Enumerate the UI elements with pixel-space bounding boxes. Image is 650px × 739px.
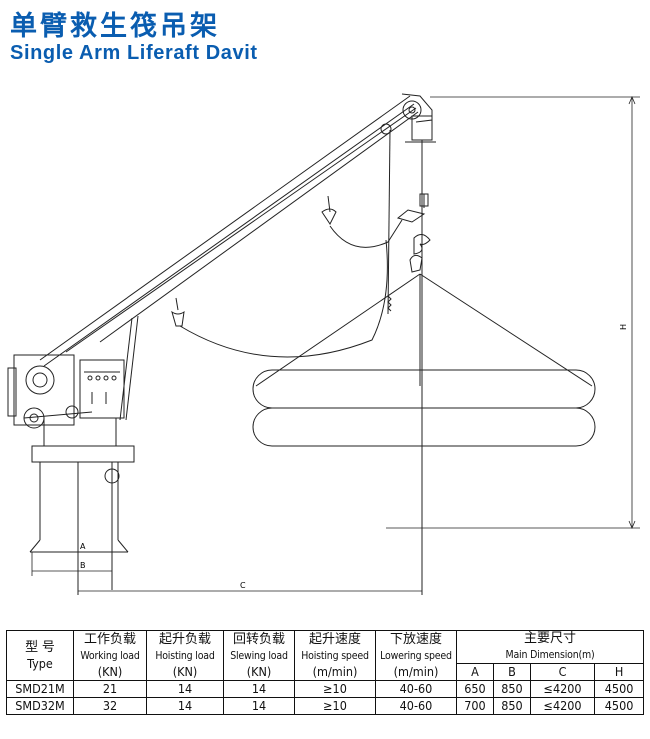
cell-dim-h: 4500 (594, 697, 644, 715)
header-dim-a: A (456, 663, 494, 681)
header-working-unit: (KN) (97, 663, 123, 679)
raft-slings (255, 273, 593, 387)
cell-hoisting: 14 (146, 680, 224, 698)
header-hoisting-speed: 起升速度 Hoisting speed (m/min) (294, 630, 376, 681)
header-dim-cn: 主要尺寸 (523, 631, 576, 646)
cell-hspeed: ≥10 (294, 680, 376, 698)
header-dim-h: H (594, 663, 644, 681)
header-lspeed-unit: (m/min) (393, 663, 439, 679)
dim-h-arrows (628, 95, 636, 530)
header-working: 工作负载 Working load (KN) (73, 630, 147, 681)
dim-b-label: B (80, 561, 86, 570)
header-slewing: 回转负载 Slewing load (KN) (223, 630, 295, 681)
table-row: SMD32M 32 14 14 ≥10 40-60 700 850 ≤4200 … (6, 697, 644, 715)
header-dim-b: B (492, 663, 531, 681)
davit-drawing: A B C H (7, 93, 640, 595)
table-header-row-1: 型 号 Type 工作负载 Working load (KN) 起升负载 Hoi… (6, 630, 644, 681)
header-lspeed-en: Lowering speed (380, 649, 452, 662)
header-hspeed-unit: (m/min) (312, 663, 358, 679)
header-hoisting-unit: (KN) (172, 663, 198, 679)
header-dim-en: Main Dimension(m) (505, 649, 595, 661)
bridle-wire (329, 219, 403, 248)
header-slewing-en: Slewing load (230, 649, 288, 662)
cell-slewing: 14 (223, 697, 295, 715)
dim-a-label: A (80, 542, 86, 551)
cell-dim-c: ≤4200 (529, 680, 596, 698)
header-type: 型 号 Type (6, 630, 74, 681)
header-hspeed-en: Hoisting speed (301, 649, 369, 662)
header-lspeed-cn: 下放速度 (389, 631, 442, 647)
header-main-dimension: 主要尺寸 Main Dimension(m) (456, 630, 644, 664)
cell-hspeed: ≥10 (294, 697, 376, 715)
cell-working: 21 (73, 680, 147, 698)
header-dim-c: C (529, 663, 596, 681)
header-hoisting-cn: 起升负载 (158, 631, 211, 647)
cell-slewing: 14 (223, 680, 295, 698)
cell-dim-h: 4500 (594, 680, 644, 698)
boom-arm (39, 95, 419, 421)
release-hook (396, 193, 431, 273)
cell-hoisting: 14 (146, 697, 224, 715)
title-chinese: 单臂救生筏吊架 (10, 11, 220, 42)
winch-house (7, 354, 93, 429)
title-english: Single Arm Liferaft Davit (10, 42, 258, 64)
header-hoisting-en: Hoisting load (155, 649, 215, 662)
slack-wire (179, 239, 388, 358)
header-slewing-unit: (KN) (246, 663, 272, 679)
header-hoisting: 起升负载 Hoisting load (KN) (146, 630, 224, 681)
cell-dim-b: 850 (492, 680, 531, 698)
specification-table: 型 号 Type 工作负载 Working load (KN) 起升负载 Hoi… (6, 630, 644, 715)
mid-hook (171, 297, 185, 327)
header-slewing-cn: 回转负载 (232, 631, 285, 647)
header-lowering-speed: 下放速度 Lowering speed (m/min) (375, 630, 457, 681)
liferaft-upper-tube (252, 369, 596, 409)
liferaft-lower-tube (252, 407, 596, 447)
cell-working: 32 (73, 697, 147, 715)
boom-head-sheave (380, 93, 436, 143)
falls-wire (387, 129, 391, 315)
header-type-en: Type (27, 655, 53, 671)
header-type-cn: 型 号 (25, 639, 55, 655)
table-row: SMD21M 21 14 14 ≥10 40-60 650 850 ≤4200 … (6, 680, 644, 698)
cell-lspeed: 40-60 (375, 697, 457, 715)
wire-end (387, 295, 392, 312)
header-hspeed-cn: 起升速度 (308, 631, 361, 647)
cell-dim-a: 650 (456, 680, 494, 698)
control-box (79, 359, 125, 419)
dim-h-label: H (619, 324, 628, 330)
cell-type: SMD21M (6, 680, 74, 698)
cell-dim-b: 850 (492, 697, 531, 715)
header-working-en: Working load (80, 649, 140, 662)
cell-lspeed: 40-60 (375, 680, 457, 698)
upper-hook (321, 195, 337, 225)
cell-dim-c: ≤4200 (529, 697, 596, 715)
dim-c-label: C (240, 581, 246, 590)
header-working-cn: 工作负载 (83, 631, 136, 647)
cell-type: SMD32M (6, 697, 74, 715)
cell-dim-a: 700 (456, 697, 494, 715)
